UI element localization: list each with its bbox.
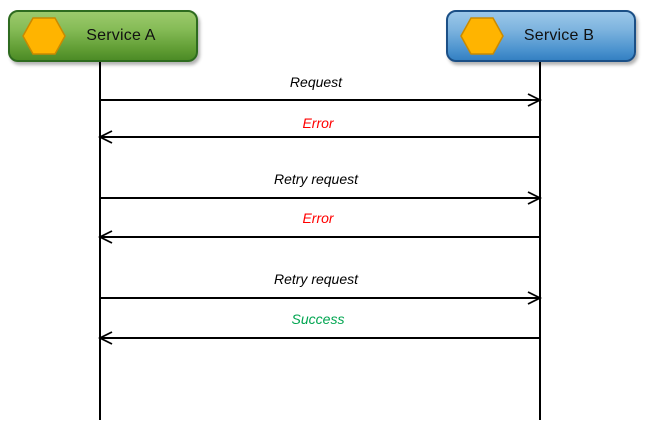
participant-service-b[interactable]: Service B bbox=[446, 10, 636, 62]
arrowhead-icon bbox=[97, 230, 113, 244]
message-arrow-line bbox=[100, 99, 540, 101]
message-label: Success bbox=[291, 311, 345, 327]
arrowhead-icon bbox=[97, 331, 113, 345]
participant-label-service-b: Service B bbox=[523, 27, 595, 44]
arrowhead-icon bbox=[527, 93, 543, 107]
message-arrow-line bbox=[100, 236, 540, 238]
lifeline-service-b bbox=[539, 62, 541, 420]
hexagon-icon bbox=[460, 17, 504, 55]
message-label: Request bbox=[289, 74, 343, 90]
message-arrow-line bbox=[100, 136, 540, 138]
message-label: Error bbox=[302, 210, 334, 226]
arrowhead-icon bbox=[97, 130, 113, 144]
message-arrow-line bbox=[100, 197, 540, 199]
message-label: Retry request bbox=[273, 171, 359, 187]
participant-service-a[interactable]: Service A bbox=[8, 10, 198, 62]
message-label: Error bbox=[302, 115, 334, 131]
message-label: Retry request bbox=[273, 271, 359, 287]
arrowhead-icon bbox=[527, 191, 543, 205]
lifeline-service-a bbox=[99, 62, 101, 420]
participant-label-service-a: Service A bbox=[86, 27, 156, 44]
hexagon-icon bbox=[22, 17, 66, 55]
message-arrow-line bbox=[100, 297, 540, 299]
message-arrow-line bbox=[100, 337, 540, 339]
arrowhead-icon bbox=[527, 291, 543, 305]
